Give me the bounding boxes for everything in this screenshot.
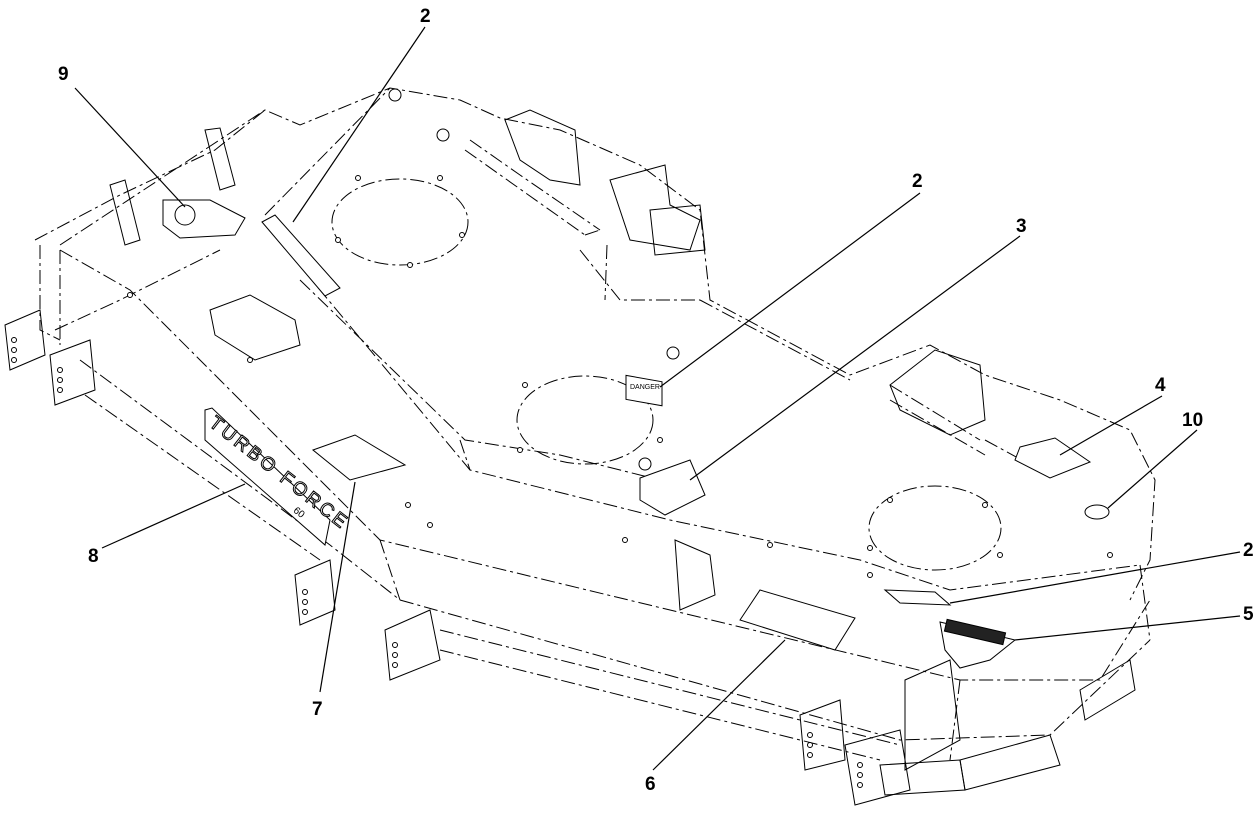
callout-9: 9 [58, 64, 69, 85]
callout-2-right: 2 [1243, 540, 1254, 561]
callout-2-center: 2 [912, 171, 923, 192]
deck-outline [34, 87, 1156, 761]
callout-3: 3 [1016, 216, 1027, 237]
leader-lines [74, 26, 1241, 771]
decal-danger-word-center: DANGER [630, 384, 660, 391]
callouts: 2 9 2 3 4 10 2 5 8 7 6 [58, 6, 1254, 795]
callout-4: 4 [1155, 375, 1166, 396]
decal-item-8-turbo-force [204, 407, 331, 546]
callout-6: 6 [645, 774, 656, 795]
brand-label-text: TURBO FORCE [205, 412, 353, 534]
decal-item-4 [1014, 437, 1092, 479]
callout-5: 5 [1243, 604, 1254, 625]
decal-item-6 [739, 589, 856, 651]
decal-item-2-rear [261, 214, 341, 297]
callout-7: 7 [312, 699, 323, 720]
decal-item-2-front [883, 589, 952, 606]
callout-2-top-left: 2 [420, 6, 431, 27]
brackets [4, 109, 1136, 806]
center-spindle-opening [516, 375, 654, 465]
bolt-holes [127, 88, 1113, 578]
spindle-openings [331, 178, 1002, 571]
decal-item-2-center [625, 374, 663, 407]
decal-item-3 [639, 459, 706, 516]
callout-10: 10 [1182, 410, 1203, 431]
left-spindle-opening [331, 178, 469, 266]
decal-item-7 [311, 434, 407, 481]
decal-item-10 [1084, 504, 1110, 520]
right-spindle-opening [868, 485, 1002, 571]
decals: DANGER TURBO FORCE 60 [162, 199, 1110, 669]
callout-8: 8 [88, 546, 99, 567]
